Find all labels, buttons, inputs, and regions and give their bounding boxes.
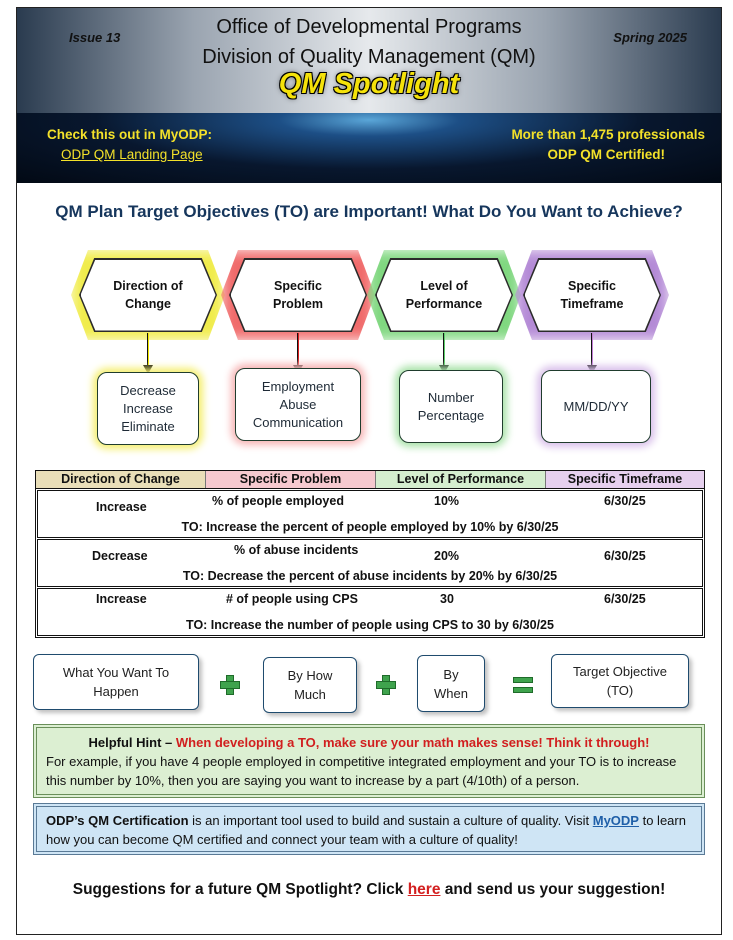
direction-cell: Decrease — [92, 549, 148, 563]
suggestion-line: Suggestions for a future QM Spotlight? C… — [17, 881, 721, 899]
table-row: Increase # of people using CPS 30 6/30/2… — [37, 588, 703, 636]
hint-headline: When developing a TO, make sure your mat… — [175, 735, 650, 750]
hexagon-level-of-performance: Level of Performance — [367, 250, 521, 340]
equals-icon — [513, 677, 533, 693]
example-item: Employment — [261, 378, 335, 394]
publication-title: QM Spotlight — [278, 68, 460, 100]
equation-text: When — [434, 685, 468, 701]
plus-icon — [376, 675, 396, 695]
division-name: Division of Quality Management (QM) — [202, 46, 536, 68]
myodp-link[interactable]: MyODP — [592, 813, 639, 828]
hexagon-specific-problem: Specific Problem — [221, 250, 375, 340]
hint-title-line: Helpful Hint – When developing a TO, mak… — [46, 733, 692, 752]
problem-cell: # of people using CPS — [226, 592, 358, 606]
down-arrow-icon — [587, 333, 597, 375]
suggestion-text-end: and send us your suggestion! — [440, 881, 666, 898]
example-list: Decrease Increase Eliminate — [120, 382, 176, 436]
certified-label: ODP QM Certified! — [547, 147, 665, 162]
problem-cell: % of people employed — [212, 494, 344, 508]
masthead: Issue 13 Spring 2025 Office of Developme… — [17, 8, 721, 113]
hexagon-label: Specific Problem — [230, 259, 366, 331]
example-item: MM/DD/YY — [563, 398, 629, 414]
target-objective-statement: TO: Increase the number of people using … — [186, 618, 554, 632]
equation-text: What You Want To — [62, 665, 170, 680]
table-header: Direction of Change Specific Problem Lev… — [36, 471, 704, 489]
example-box-direction: Decrease Increase Eliminate — [97, 372, 199, 445]
hexagon-label: Level of Performance — [376, 259, 512, 331]
timeframe-cell: 6/30/25 — [604, 494, 646, 508]
section-title: QM Plan Target Objectives (TO) are Impor… — [55, 202, 683, 221]
equation-text: (TO) — [606, 683, 634, 698]
table-row: Increase % of people employed 10% 6/30/2… — [37, 490, 703, 538]
level-cell: 30 — [440, 592, 454, 606]
issue-number: Issue 13 — [69, 30, 121, 45]
direction-cell: Increase — [96, 592, 147, 606]
level-cell: 20% — [434, 549, 460, 563]
target-objective-statement: TO: Decrease the percent of abuse incide… — [182, 569, 558, 583]
certification-box: ODP’s QM Certification is an important t… — [33, 803, 705, 855]
column-header: Direction of Change — [36, 471, 206, 488]
certification-lead: ODP’s QM Certification — [46, 813, 189, 828]
hexagon-direction-of-change: Direction of Change — [71, 250, 225, 340]
certification-text: is an important tool used to build and s… — [188, 813, 593, 828]
equation-text: By How — [287, 668, 333, 683]
example-item: Abuse — [279, 396, 317, 412]
suggestion-text: Suggestions for a future QM Spotlight? C… — [72, 881, 408, 898]
example-item: Communication — [252, 414, 344, 430]
qm-landing-page-link[interactable]: ODP QM Landing Page — [61, 147, 203, 162]
example-box-problem: Employment Abuse Communication — [235, 368, 361, 441]
target-objective-statement: TO: Increase the percent of people emplo… — [181, 520, 559, 534]
table-row: Decrease % of abuse incidents 20% 6/30/2… — [37, 539, 703, 587]
target-objective-table: Direction of Change Specific Problem Lev… — [35, 470, 705, 638]
newsletter-page: Issue 13 Spring 2025 Office of Developme… — [16, 7, 722, 935]
example-item: Increase — [123, 400, 173, 416]
down-arrow-icon — [143, 333, 153, 375]
hexagon-label: Specific Timeframe — [524, 259, 660, 331]
myodp-prompt: Check this out in MyODP: — [47, 127, 213, 142]
example-item: Number — [427, 389, 475, 405]
hexagon-specific-timeframe: Specific Timeframe — [515, 250, 669, 340]
down-arrow-icon — [439, 333, 449, 375]
hint-label: Helpful Hint – — [88, 735, 173, 750]
certified-count: More than 1,475 professionals — [511, 127, 705, 142]
example-box-timeframe: MM/DD/YY — [541, 370, 651, 443]
equation-text: Happen — [93, 684, 139, 699]
plus-icon — [220, 675, 240, 695]
example-item: Decrease — [120, 382, 176, 398]
example-box-level: Number Percentage — [399, 370, 503, 443]
example-list: Employment Abuse Communication — [253, 378, 343, 432]
column-header: Specific Timeframe — [546, 471, 704, 488]
direction-cell: Increase — [96, 500, 147, 514]
equation-what-you-want: What You Want To Happen — [33, 654, 199, 710]
equation-text: By — [443, 666, 459, 682]
example-item: Eliminate — [121, 418, 175, 434]
hexagon-label: Direction of Change — [80, 259, 216, 331]
column-header: Level of Performance — [376, 471, 546, 488]
equation-text: Target Objective — [573, 664, 667, 679]
timeframe-cell: 6/30/25 — [604, 549, 646, 563]
announcement-banner: Check this out in MyODP: ODP QM Landing … — [17, 113, 721, 183]
level-cell: 10% — [434, 494, 460, 508]
equation-target-objective: Target Objective (TO) — [551, 654, 689, 708]
certification-text-end: to learn how you can become QM certified… — [46, 813, 686, 847]
suggestion-here-link[interactable]: here — [407, 881, 441, 898]
column-header: Specific Problem — [206, 471, 376, 488]
helpful-hint-box: Helpful Hint – When developing a TO, mak… — [33, 724, 705, 798]
office-name: Office of Developmental Programs — [216, 16, 522, 38]
timeframe-cell: 6/30/25 — [604, 592, 646, 606]
equation-text: Much — [294, 687, 326, 702]
example-item: Percentage — [417, 407, 485, 423]
problem-cell: % of abuse incidents — [234, 543, 359, 557]
hint-body: For example, if you have 4 people employ… — [46, 754, 677, 788]
issue-season: Spring 2025 — [613, 30, 687, 45]
example-list: Number Percentage — [418, 389, 485, 425]
